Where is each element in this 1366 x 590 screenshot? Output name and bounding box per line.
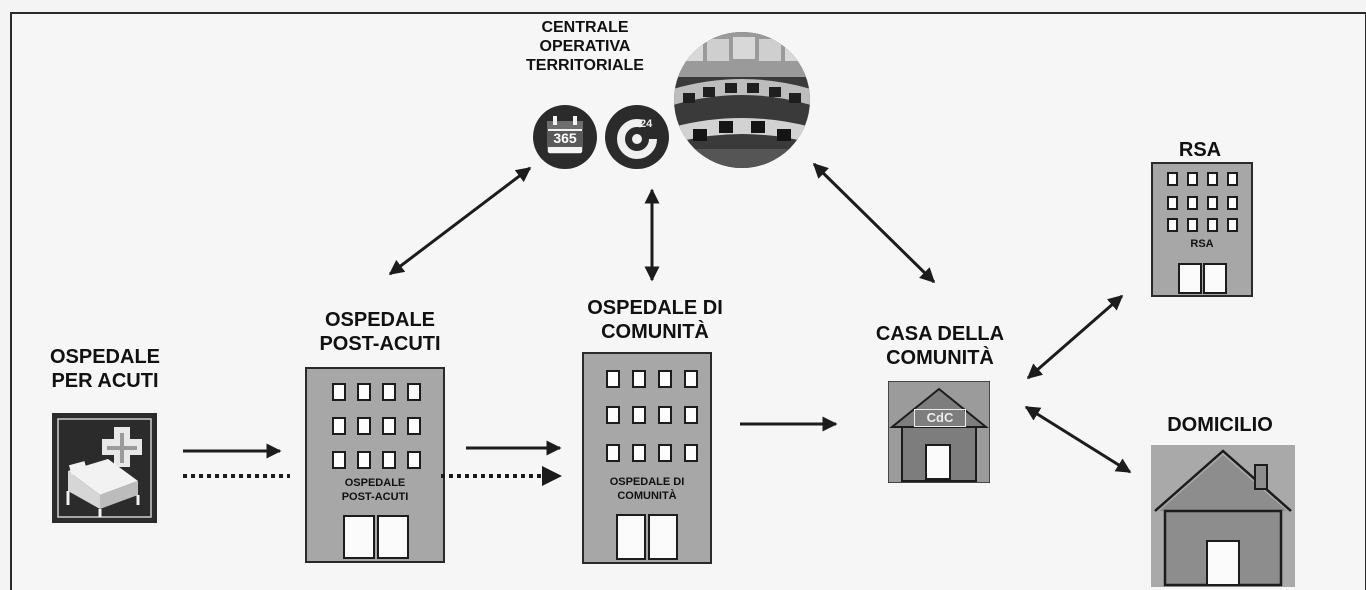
- window: [1167, 172, 1178, 186]
- window: [357, 383, 371, 401]
- window: [632, 406, 646, 424]
- window: [382, 417, 396, 435]
- window: [658, 406, 672, 424]
- window: [407, 383, 421, 401]
- window: [407, 417, 421, 435]
- window: [632, 444, 646, 462]
- window: [1187, 196, 1198, 210]
- window: [1227, 196, 1238, 210]
- window: [684, 406, 698, 424]
- window: [684, 444, 698, 462]
- window: [1207, 218, 1218, 232]
- clock-24-text: 24: [640, 118, 653, 130]
- window: [684, 370, 698, 388]
- building-ospedale-post-acuti: OSPEDALE POST-ACUTI: [305, 367, 445, 563]
- building-rsa: RSA: [1151, 162, 1253, 297]
- window: [382, 383, 396, 401]
- label-domicilio: DOMICILIO: [1167, 414, 1273, 436]
- label-casa-della-comunita: CASA DELLA COMUNITÀ: [875, 323, 1005, 369]
- label-ospedale-post-acuti: OSPEDALE POST-ACUTI: [319, 309, 441, 355]
- hospital-bed-icon: [52, 413, 157, 523]
- door: [616, 514, 646, 560]
- window: [357, 417, 371, 435]
- door: [343, 515, 375, 559]
- window: [606, 406, 620, 424]
- window: [357, 451, 371, 469]
- window: [407, 451, 421, 469]
- window: [606, 370, 620, 388]
- window: [332, 451, 346, 469]
- window: [1207, 172, 1218, 186]
- house-domicilio: [1151, 445, 1295, 587]
- window: [658, 444, 672, 462]
- window: [606, 444, 620, 462]
- control-room-photo: [673, 31, 811, 169]
- window: [1167, 218, 1178, 232]
- window: [1227, 172, 1238, 186]
- door: [1203, 263, 1227, 294]
- calendar-365-icon: 365: [532, 104, 598, 170]
- window: [1187, 218, 1198, 232]
- house-casa-della-comunita: CdC: [888, 381, 990, 483]
- window: [632, 370, 646, 388]
- door: [648, 514, 678, 560]
- window: [1207, 196, 1218, 210]
- label-ospedale-di-comunita: OSPEDALE DI COMUNITÀ: [587, 297, 723, 343]
- building-ospedale-di-comunita: OSPEDALE DI COMUNITÀ: [582, 352, 712, 564]
- door: [1178, 263, 1202, 294]
- window: [1167, 196, 1178, 210]
- window: [658, 370, 672, 388]
- clock-24-icon: 24: [604, 104, 670, 170]
- window: [1227, 218, 1238, 232]
- building-sign-post-acuti: OSPEDALE POST-ACUTI: [341, 477, 409, 503]
- window: [382, 451, 396, 469]
- label-ospedale-per-acuti: OSPEDALE PER ACUTI: [49, 346, 161, 392]
- window: [332, 383, 346, 401]
- label-centrale-operativa-territoriale: CENTRALE OPERATIVA TERRITORIALE: [526, 19, 644, 75]
- label-rsa: RSA: [1178, 139, 1222, 161]
- door: [377, 515, 409, 559]
- window: [332, 417, 346, 435]
- window: [1187, 172, 1198, 186]
- building-sign-rsa: RSA: [1190, 238, 1214, 250]
- building-sign-comunita: OSPEDALE DI COMUNITÀ: [609, 476, 685, 502]
- calendar-365-text: 365: [553, 130, 577, 146]
- house-sign-cdc: CdC: [914, 409, 966, 428]
